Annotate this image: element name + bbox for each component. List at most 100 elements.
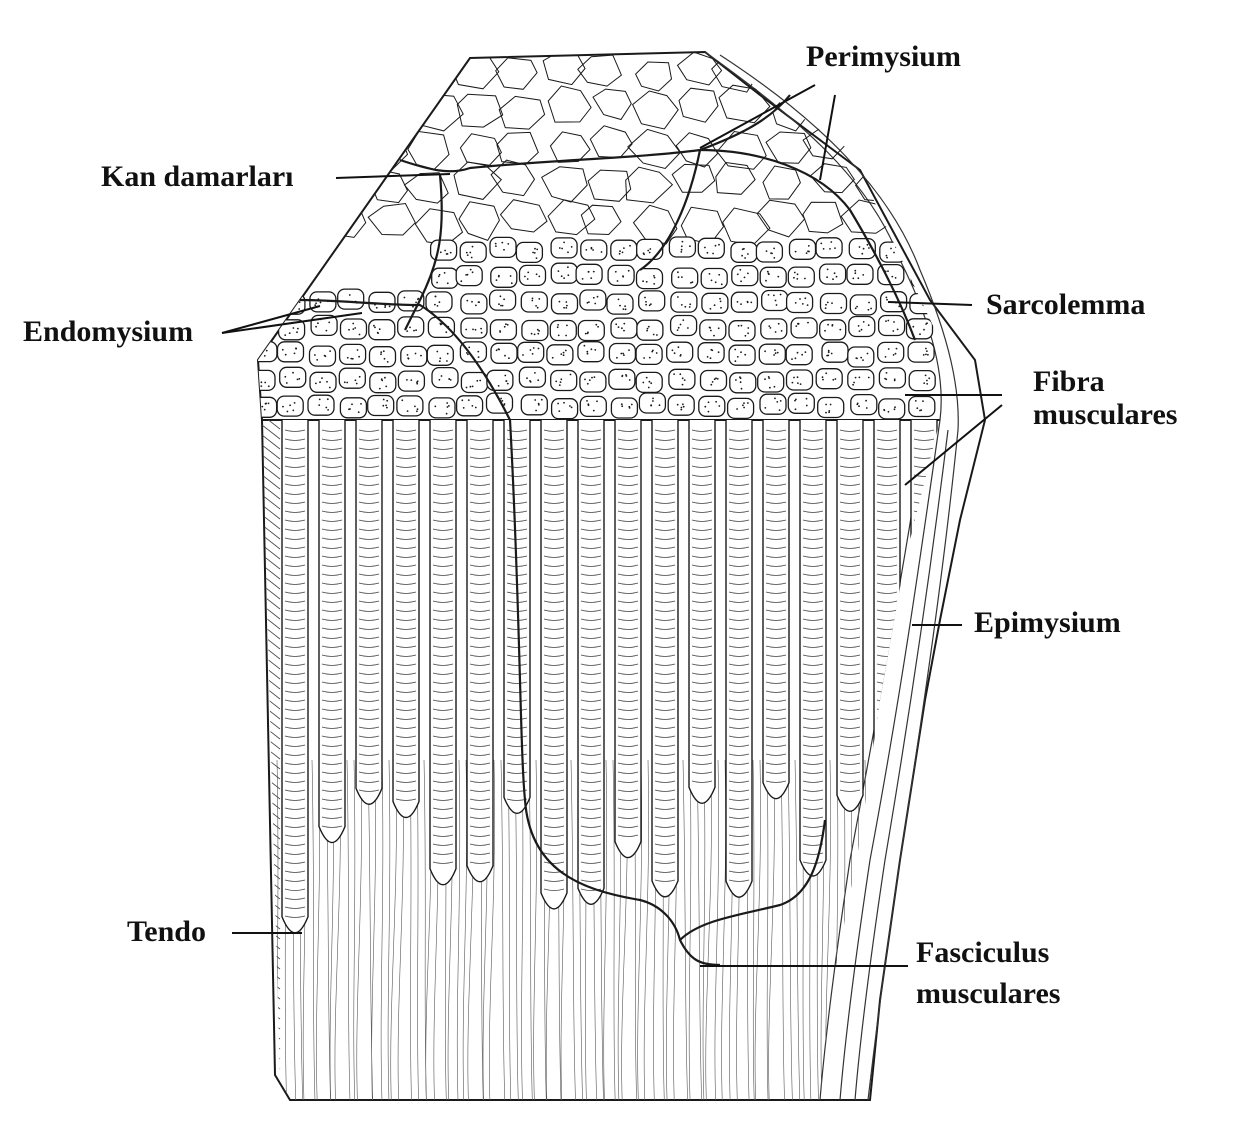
- striation: [432, 843, 454, 846]
- myofibril-dot: [298, 308, 301, 310]
- striation: [321, 465, 343, 468]
- striation: [876, 546, 898, 549]
- striation: [913, 852, 935, 855]
- myofibril-dot: [474, 406, 477, 409]
- striation: [543, 600, 565, 603]
- myofibril-dot: [861, 252, 864, 255]
- striation: [395, 753, 417, 756]
- fiber-cross-section: [877, 314, 906, 337]
- front-face-fibers: [262, 420, 938, 1100]
- fibra-leader-2: [904, 404, 1003, 486]
- striation: [395, 474, 417, 477]
- myofibril-dot: [857, 277, 860, 280]
- tendon-fiber-line: [528, 759, 533, 1100]
- striation: [469, 645, 491, 648]
- striation: [839, 465, 861, 468]
- myofibril-dot: [862, 247, 865, 250]
- striation: [580, 600, 602, 603]
- myofibril-dot: [922, 354, 925, 356]
- striation: [469, 510, 491, 513]
- myofibril-dot: [652, 397, 654, 400]
- striation: [654, 429, 676, 432]
- fiber-cross-section: [429, 239, 458, 261]
- myofibril-dot: [592, 296, 595, 299]
- striation: [358, 663, 380, 666]
- striation: [728, 843, 750, 846]
- myofibril-dot: [622, 352, 624, 355]
- myofibril-dot: [318, 398, 321, 401]
- myofibril-dot: [259, 295, 262, 298]
- striation: [395, 492, 417, 495]
- fiber-cross-section: [667, 394, 695, 416]
- striation: [284, 762, 306, 765]
- myofibril-dot: [774, 349, 776, 351]
- striation: [617, 834, 639, 837]
- myofibril-dot: [326, 380, 328, 383]
- fiber-cross-section: [368, 319, 396, 341]
- striation: [654, 510, 676, 513]
- striation: [765, 636, 787, 639]
- striation: [839, 546, 861, 549]
- myofibril-dot: [926, 278, 929, 281]
- striation: [469, 816, 491, 819]
- striation: [395, 564, 417, 567]
- muscle-fiber: [725, 420, 753, 898]
- muscle-fiber: [762, 420, 790, 800]
- striation: [358, 726, 380, 729]
- myofibril-dot: [858, 246, 861, 248]
- connective-cell: [456, 93, 504, 128]
- myofibril-dot: [346, 381, 349, 384]
- striation: [543, 771, 565, 774]
- striation: [802, 519, 824, 522]
- striation: [654, 519, 676, 522]
- striation: [913, 537, 935, 540]
- myofibril-dot: [388, 305, 391, 308]
- striation: [469, 798, 491, 801]
- myofibril-dot: [894, 352, 897, 355]
- myofibril-dot: [466, 299, 469, 302]
- striation: [543, 852, 565, 855]
- striation: [395, 555, 417, 558]
- myofibril-dot: [926, 245, 929, 248]
- myofibril-dot: [774, 397, 776, 400]
- myofibril-dot: [495, 279, 498, 281]
- myofibril-dot: [558, 300, 561, 303]
- myofibril-dot: [862, 359, 864, 361]
- striation: [284, 555, 306, 558]
- striation: [284, 699, 306, 702]
- side-face-hatch: [262, 1054, 281, 1070]
- striation: [432, 735, 454, 738]
- striation: [913, 816, 935, 819]
- myofibril-dot: [927, 353, 929, 356]
- myofibril-dot: [466, 273, 469, 276]
- myofibril-dot: [885, 254, 888, 257]
- striation: [802, 825, 824, 828]
- striation: [617, 456, 639, 459]
- striation: [284, 708, 306, 711]
- muscle-fiber: [429, 420, 457, 886]
- myofibril-dot: [505, 323, 507, 326]
- striation: [580, 771, 602, 774]
- myofibril-dot: [797, 322, 800, 325]
- tendon-fiber-line: [702, 759, 706, 1100]
- endomysium-leader-1: [221, 305, 321, 334]
- myofibril-dot: [326, 398, 329, 401]
- myofibril-dot: [556, 326, 559, 329]
- myofibril-dot: [594, 302, 597, 305]
- myofibril-dot: [807, 245, 810, 247]
- striation: [395, 528, 417, 531]
- myofibril-dot: [926, 249, 929, 252]
- striation: [321, 717, 343, 720]
- striation: [395, 744, 417, 747]
- myofibril-dot: [351, 403, 353, 406]
- myofibril-dot: [286, 410, 289, 413]
- myofibril-dot: [570, 246, 573, 248]
- myofibril-dot: [587, 404, 590, 407]
- striation: [432, 465, 454, 468]
- myofibril-dot: [563, 401, 565, 404]
- myofibril-dot: [563, 241, 565, 244]
- striation: [395, 456, 417, 459]
- myofibril-dot: [711, 381, 714, 383]
- tendon-fiber-line: [380, 759, 384, 1100]
- striation: [395, 627, 417, 630]
